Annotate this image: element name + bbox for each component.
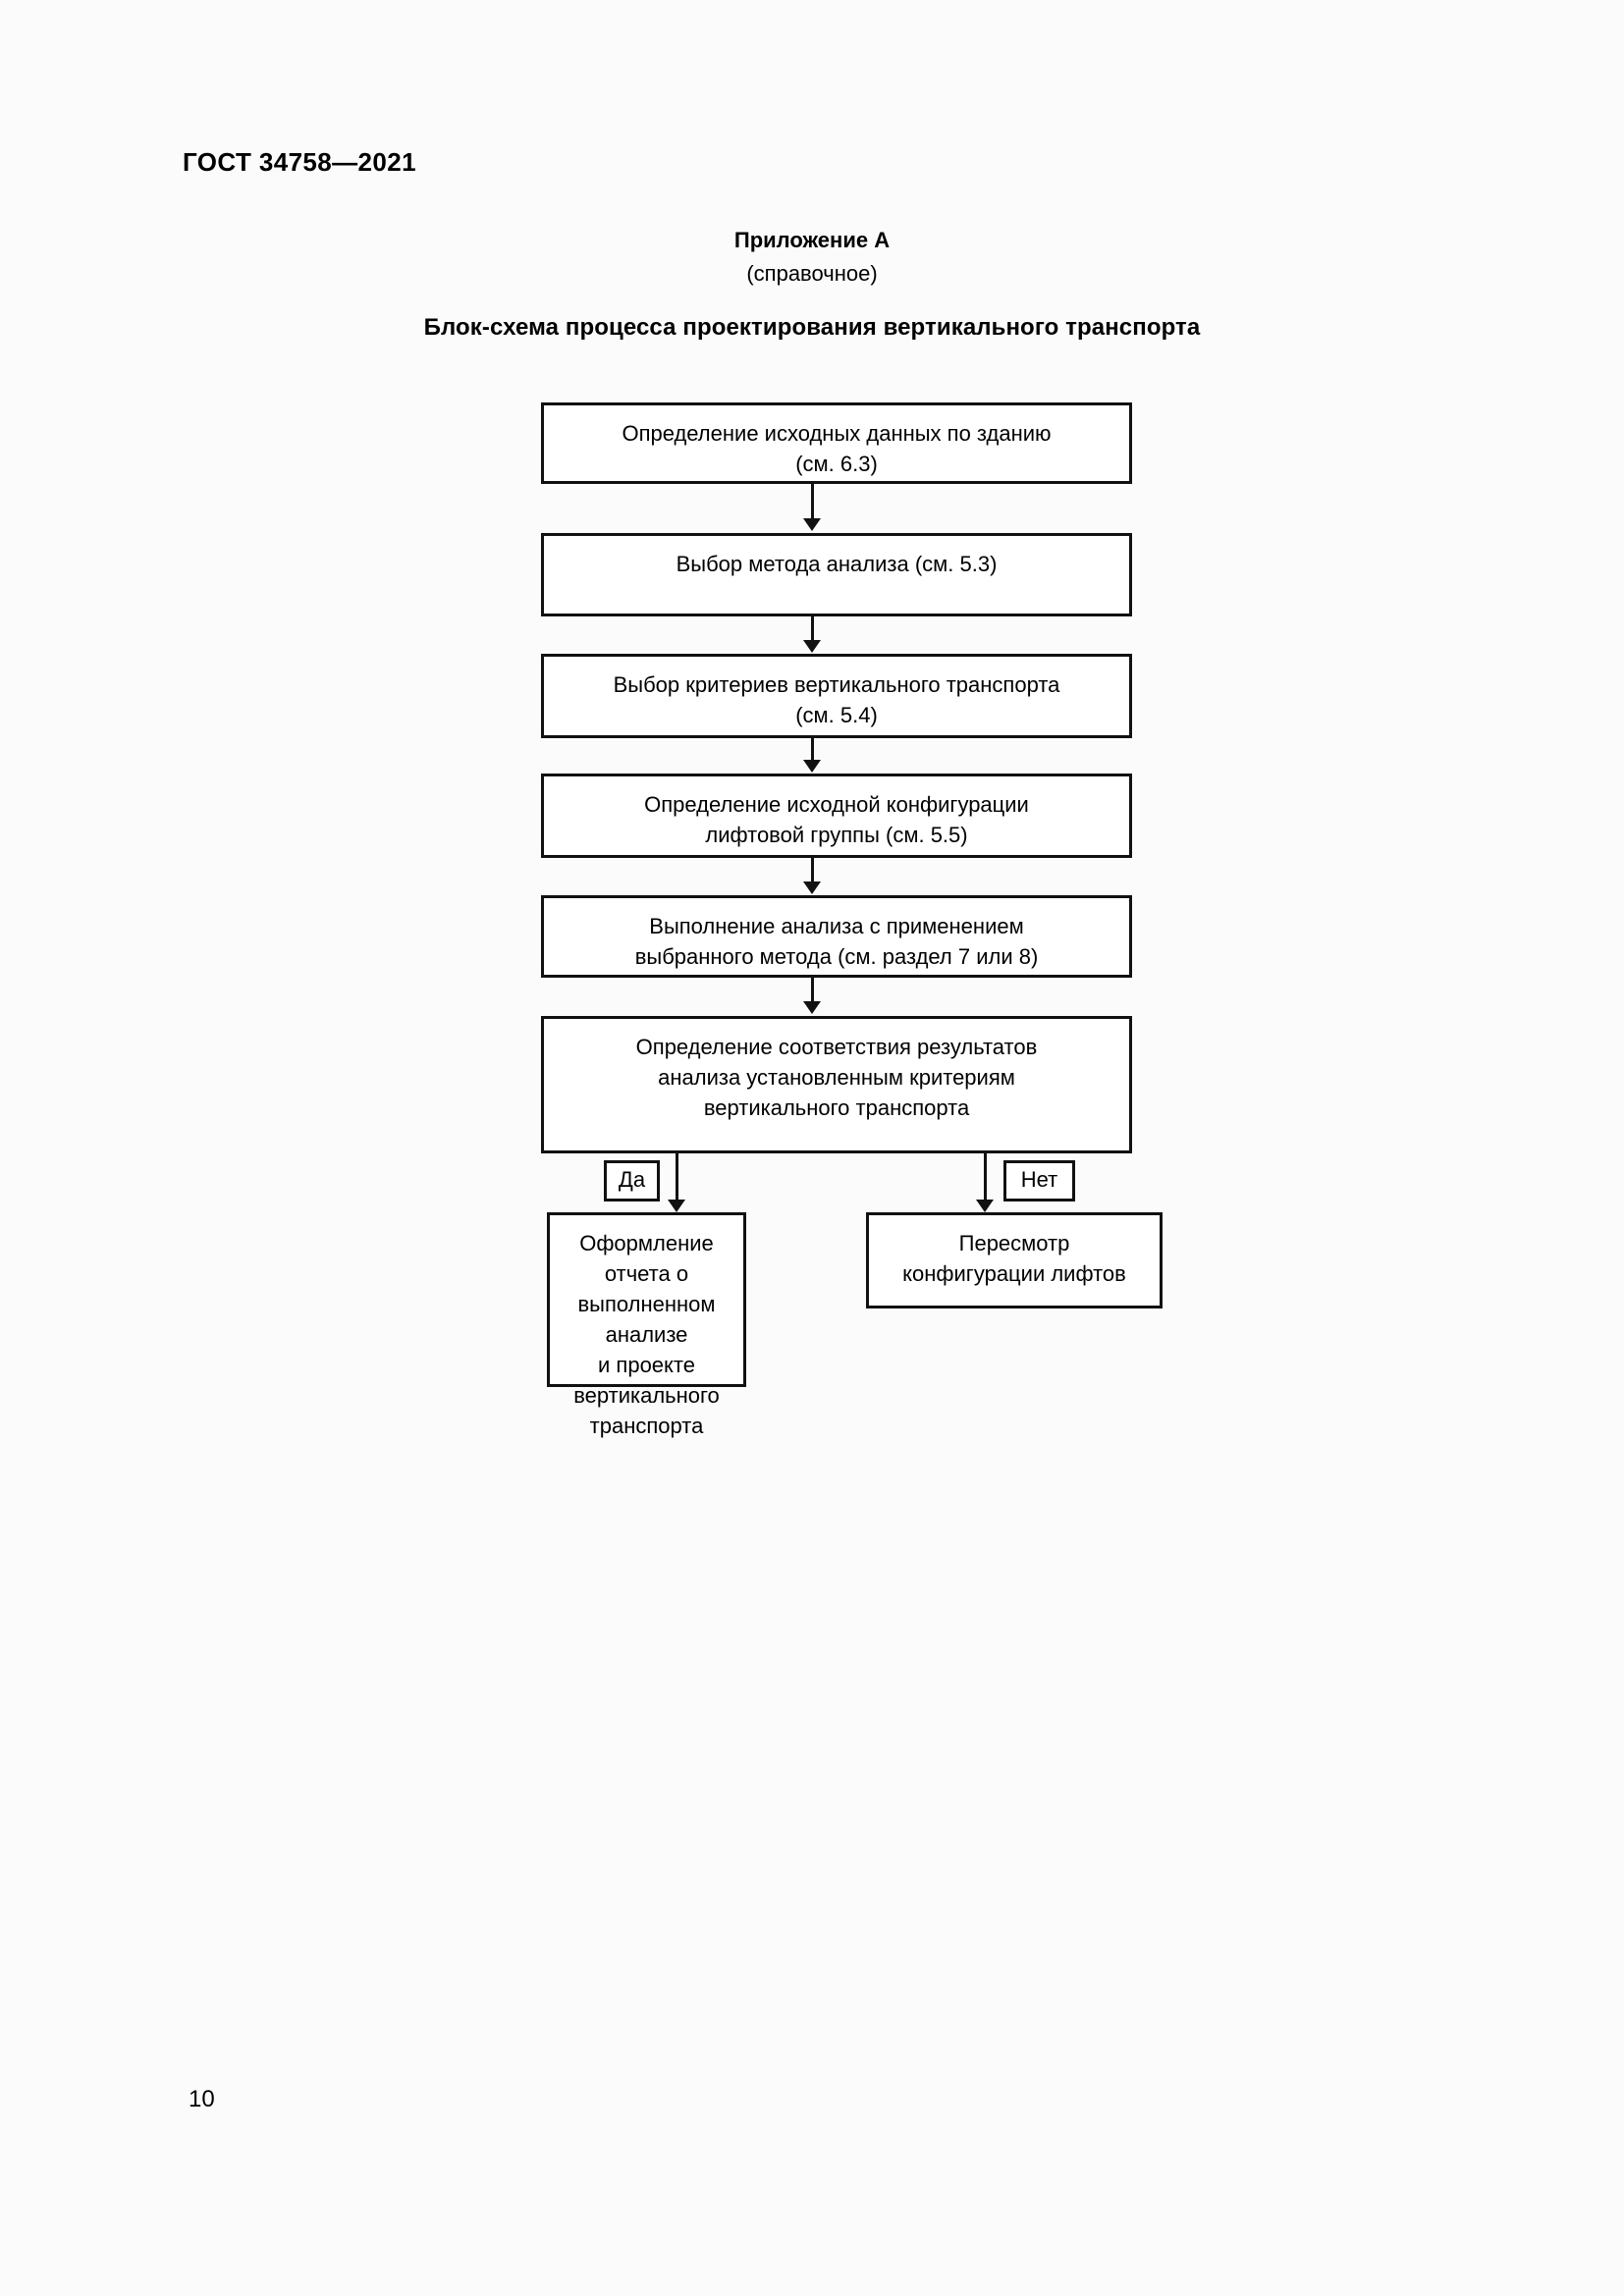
flow-node-1-line-2: (см. 6.3) bbox=[795, 452, 878, 476]
standard-header: ГОСТ 34758—2021 bbox=[183, 147, 416, 177]
flow-node-5-line-1: Выполнение анализа с применением bbox=[649, 914, 1024, 938]
flow-node-yes-line-3: и проекте bbox=[598, 1353, 695, 1377]
arrow-head-2-3 bbox=[803, 640, 821, 653]
arrow-head-yes bbox=[668, 1200, 685, 1212]
flow-node-6-line-1: Определение соответствия результатов bbox=[635, 1035, 1038, 1059]
flow-node-2-line-1: Выбор метода анализа (см. 5.3) bbox=[676, 552, 998, 576]
arrow-head-5-6 bbox=[803, 1001, 821, 1014]
annex-title: Приложение А bbox=[733, 228, 891, 252]
branch-label-yes-text: Да bbox=[618, 1167, 646, 1192]
arrow-head-3-4 bbox=[803, 760, 821, 773]
flow-node-yes-line-2: выполненном анализе bbox=[577, 1292, 716, 1347]
arrow-head-no bbox=[976, 1200, 994, 1212]
flow-node-initial-data: Определение исходных данных по зданию (с… bbox=[541, 402, 1132, 484]
flow-node-compliance-check: Определение соответствия результатов ана… bbox=[541, 1016, 1132, 1153]
flow-node-3-line-1: Выбор критериев вертикального транспорта bbox=[613, 672, 1060, 697]
branch-label-no: Нет bbox=[1003, 1160, 1075, 1201]
flow-node-4-line-1: Определение исходной конфигурации bbox=[644, 792, 1029, 817]
flow-node-5-line-2: выбранного метода (см. раздел 7 или 8) bbox=[634, 944, 1039, 969]
connector-1-2 bbox=[811, 484, 814, 524]
flow-node-yes-line-1: Оформление отчета о bbox=[579, 1231, 714, 1286]
flow-node-perform-analysis: Выполнение анализа с применением выбранн… bbox=[541, 895, 1132, 978]
connector-5-6 bbox=[811, 978, 814, 1007]
arrow-head-1-2 bbox=[803, 518, 821, 531]
flow-node-initial-configuration: Определение исходной конфигурации лифтов… bbox=[541, 774, 1132, 858]
connector-4-5 bbox=[811, 858, 814, 887]
page-number: 10 bbox=[189, 2086, 215, 2112]
flow-node-no-line-2: конфигурации лифтов bbox=[902, 1261, 1126, 1286]
flow-node-criteria-choice: Выбор критериев вертикального транспорта… bbox=[541, 654, 1132, 738]
flow-node-4-line-2: лифтовой группы (см. 5.5) bbox=[705, 823, 968, 847]
flow-node-reconfigure-lifts: Пересмотр конфигурации лифтов bbox=[866, 1212, 1163, 1308]
connector-2-3 bbox=[811, 616, 814, 646]
flow-node-yes-line-5: транспорта bbox=[589, 1414, 704, 1438]
annex-subtitle: (справочное) bbox=[746, 261, 878, 286]
connector-yes-branch bbox=[676, 1153, 678, 1205]
branch-label-yes: Да bbox=[604, 1160, 660, 1201]
flow-node-6-line-3: вертикального транспорта bbox=[703, 1095, 970, 1120]
flow-node-report-preparation: Оформление отчета о выполненном анализе … bbox=[547, 1212, 746, 1438]
branch-label-no-text: Нет bbox=[1020, 1167, 1058, 1192]
flow-node-1-line-1: Определение исходных данных по зданию bbox=[622, 421, 1052, 446]
connector-no-branch bbox=[984, 1153, 987, 1205]
flow-node-yes-line-4: вертикального bbox=[573, 1383, 720, 1408]
flow-node-3-line-2: (см. 5.4) bbox=[795, 703, 878, 727]
flow-node-6-line-2: анализа установленным критериям bbox=[658, 1065, 1015, 1090]
connector-3-4 bbox=[811, 738, 814, 766]
flow-node-no-line-1: Пересмотр bbox=[958, 1231, 1070, 1255]
page-title: Блок-схема процесса проектирования верти… bbox=[423, 314, 1201, 341]
flow-node-method-choice: Выбор метода анализа (см. 5.3) bbox=[541, 533, 1132, 616]
arrow-head-4-5 bbox=[803, 881, 821, 894]
